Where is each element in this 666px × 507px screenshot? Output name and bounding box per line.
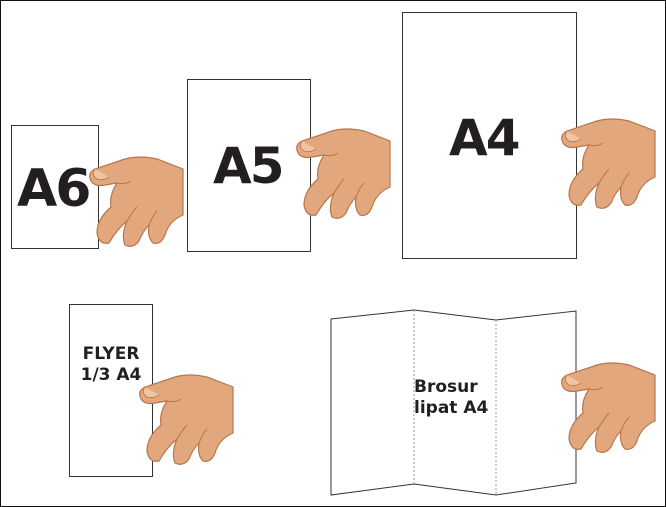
- hand-icon: [89, 156, 184, 247]
- brochure-label-line1: Brosur: [414, 377, 478, 397]
- paper-a5-label: A5: [213, 137, 284, 195]
- hand-icon: [296, 128, 391, 219]
- paper-a6-label: A6: [17, 159, 91, 219]
- flyer-label-line1: FLYER: [82, 344, 140, 364]
- paper-a4-label: A4: [449, 109, 520, 167]
- brochure-label: Brosur lipat A4: [406, 377, 504, 420]
- hand-icon: [561, 118, 656, 209]
- brochure-label-line2: lipat A4: [414, 398, 489, 419]
- flyer-label-line2: 1/3 A4: [80, 365, 142, 386]
- hand-icon: [561, 362, 656, 453]
- paper-a6: [11, 125, 99, 249]
- hand-icon: [139, 374, 234, 465]
- paper-flyer: [69, 304, 153, 477]
- paper-a5: [187, 79, 311, 252]
- flyer-label: FLYER 1/3 A4: [69, 344, 153, 387]
